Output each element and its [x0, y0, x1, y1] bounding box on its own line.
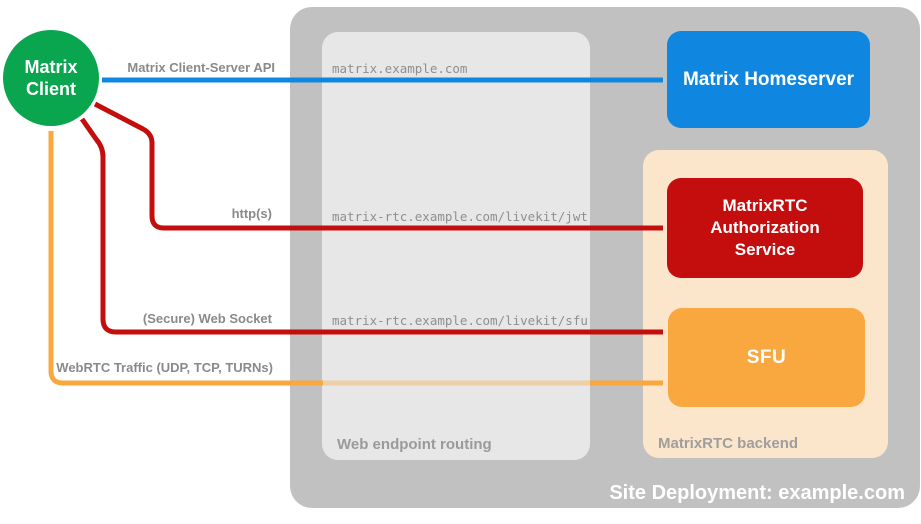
site-deployment-caption: Site Deployment: example.com	[609, 482, 905, 504]
arrow-webrtc-client-segment	[48, 131, 323, 386]
matrix-client-node: Matrix Client	[3, 30, 99, 126]
routing-panel-caption: Web endpoint routing	[337, 436, 492, 453]
matrixrtc-authorization-service-label: MatrixRTC Authorization Service	[710, 195, 820, 260]
matrix-client-label: Matrix Client	[24, 56, 78, 100]
matrix-homeserver-node: Matrix Homeserver	[667, 31, 870, 128]
endpoint-livekit-jwt: matrix-rtc.example.com/livekit/jwt	[332, 209, 588, 224]
arrow-label-client-server-api: Matrix Client-Server API	[127, 60, 275, 75]
matrixrtc-authorization-service-node: MatrixRTC Authorization Service	[667, 178, 863, 278]
arrow-label-webrtc: WebRTC Traffic (UDP, TCP, TURNs)	[56, 360, 273, 375]
backend-panel-caption: MatrixRTC backend	[658, 435, 799, 452]
sfu-label: SFU	[746, 346, 787, 368]
web-endpoint-routing-panel	[322, 32, 590, 460]
endpoint-matrix-example-com: matrix.example.com	[332, 61, 468, 76]
endpoint-livekit-sfu: matrix-rtc.example.com/livekit/sfu	[332, 313, 588, 328]
arrow-label-https: http(s)	[231, 206, 272, 221]
arrow-label-websocket: (Secure) Web Socket	[142, 311, 272, 326]
sfu-node: SFU	[668, 308, 865, 407]
matrix-homeserver-label: Matrix Homeserver	[682, 68, 855, 90]
